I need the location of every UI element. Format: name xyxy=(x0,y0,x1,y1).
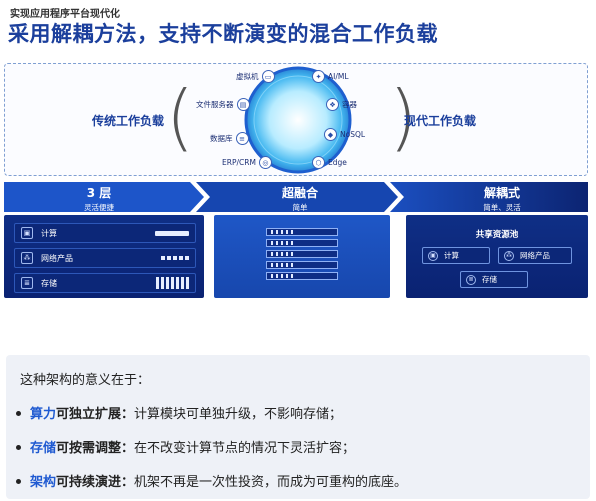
edge-icon: ⬡ xyxy=(312,156,325,169)
hyperconverged-panel xyxy=(214,215,390,298)
vm-icon: ▭ xyxy=(261,70,275,83)
hub-ring xyxy=(244,66,352,174)
storage-icon: ≣ xyxy=(21,277,33,289)
traditional-workload-label: 传统工作负载 xyxy=(92,114,165,128)
bullet-dot xyxy=(16,445,21,450)
pool-chip-network: ⁂ 网络产品 xyxy=(498,247,572,264)
stage-disaggregated: 解耦式 简单、灵活 xyxy=(447,184,557,213)
bullet-text: 计算模块可单独升级，不影响存储； xyxy=(134,407,343,422)
erp-crm-icon: ◎ xyxy=(258,156,272,169)
summary-bullet-storage: 存储 可按需调整： 在不改变计算节点的情况下灵活扩容； xyxy=(16,437,355,456)
container-icon: ❖ xyxy=(326,98,339,111)
stage-hyperconverged: 超融合 简单 xyxy=(245,184,355,213)
pool-chip-storage-label: 存储 xyxy=(482,275,497,284)
rack-unit xyxy=(266,239,338,247)
bullet-text: 机架不再是一次性投资，而成为可重构的底座。 xyxy=(134,475,408,490)
hub-item-erp-crm: ERP/CRM ◎ xyxy=(222,156,272,169)
stage-hyperconverged-title: 超融合 xyxy=(281,186,318,200)
hub-item-erp-crm-label: ERP/CRM xyxy=(222,158,256,167)
hub-item-container: ❖ 容器 xyxy=(326,98,357,111)
summary-intro: 这种架构的意义在于： xyxy=(20,373,151,388)
network-icon: ⁂ xyxy=(504,250,514,261)
bullet-dot xyxy=(16,411,21,416)
hub-item-edge: ⬡ Edge xyxy=(312,156,347,169)
hub-item-file-server: 文件服务器 ▤ xyxy=(196,98,250,111)
three-tier-storage-label: 存储 xyxy=(41,278,57,288)
compute-bar xyxy=(155,230,189,236)
hub-item-container-label: 容器 xyxy=(342,100,357,109)
pool-chip-network-label: 网络产品 xyxy=(520,251,550,260)
bullet-head: 可持续演进： xyxy=(56,475,135,490)
three-tier-storage-row: ≣ 存储 xyxy=(14,273,196,293)
stage-disaggregated-title: 解耦式 xyxy=(483,186,520,200)
shared-pool-title: 共享资源池 xyxy=(475,230,519,240)
summary-bullet-compute: 算力 可独立扩展： 计算模块可单独升级，不影响存储； xyxy=(16,403,342,422)
stage-band-2 xyxy=(196,182,398,212)
rack-unit xyxy=(266,261,338,269)
page-kicker: 实现应用程序平台现代化 xyxy=(10,9,120,20)
hub-item-nosql-label: NoSQL xyxy=(340,130,366,139)
storage-icon: ≣ xyxy=(466,274,476,285)
three-tier-compute-label: 计算 xyxy=(41,228,57,238)
cpu-icon: ▣ xyxy=(428,250,438,261)
stage-disaggregated-subtitle: 简单、灵活 xyxy=(483,203,521,212)
hub-item-database: 数据库 ≡ xyxy=(210,132,249,145)
stage-three-tier-title: 3 层 xyxy=(86,186,112,200)
hub-item-vm: 虚拟机 ▭ xyxy=(236,70,275,83)
hub-item-database-label: 数据库 xyxy=(210,134,233,143)
stage-band-3 xyxy=(390,182,588,212)
hub-item-file-server-label: 文件服务器 xyxy=(196,100,234,109)
stage-band xyxy=(4,182,588,212)
stage-three-tier-subtitle: 灵活便捷 xyxy=(84,203,114,212)
bullet-keyword: 算力 xyxy=(30,407,57,422)
pool-chip-compute: ▣ 计算 xyxy=(422,247,490,264)
workload-hub xyxy=(244,66,352,174)
network-icon: ⁂ xyxy=(21,252,33,264)
hub-item-ai-ml: ✦ AI/ML xyxy=(312,70,349,83)
summary-panel: 这种架构的意义在于： 算力 可独立扩展： 计算模块可单独升级，不影响存储； 存储… xyxy=(6,355,590,499)
bullet-head: 可按需调整： xyxy=(56,441,135,456)
disaggregated-panel: 共享资源池 ▣ 计算 ⁂ 网络产品 ≣ 存储 xyxy=(406,215,588,298)
stage-band-1 xyxy=(4,182,204,212)
three-tier-compute-row: ▣ 计算 xyxy=(14,223,196,243)
pool-chip-storage: ≣ 存储 xyxy=(460,271,528,288)
hub-item-ai-ml-label: AI/ML xyxy=(328,72,349,81)
nosql-icon: ◆ xyxy=(324,128,337,141)
file-server-icon: ▤ xyxy=(236,98,250,111)
bullet-keyword: 架构 xyxy=(30,475,57,490)
rack-unit xyxy=(266,250,338,258)
bullet-head: 可独立扩展： xyxy=(56,407,135,422)
bullet-text: 在不改变计算节点的情况下灵活扩容； xyxy=(134,441,356,456)
left-bracket: ( xyxy=(166,75,195,159)
rack-unit xyxy=(266,272,338,280)
network-ports xyxy=(161,256,189,260)
database-icon: ≡ xyxy=(235,132,249,145)
stage-three-tier: 3 层 灵活便捷 xyxy=(44,184,154,213)
three-tier-network-label: 网络产品 xyxy=(41,253,73,263)
hub-item-nosql: ◆ NoSQL xyxy=(324,128,365,141)
storage-drives xyxy=(156,277,189,289)
hub-item-edge-label: Edge xyxy=(328,158,347,167)
rack-unit xyxy=(266,228,338,236)
cpu-icon: ▣ xyxy=(21,227,33,239)
three-tier-panel: ▣ 计算 ⁂ 网络产品 ≣ 存储 xyxy=(4,215,204,298)
pool-chip-compute-label: 计算 xyxy=(444,251,459,260)
bullet-dot xyxy=(16,479,21,484)
page-title: 采用解耦方法，支持不断演变的混合工作负载 xyxy=(8,22,438,46)
bullet-keyword: 存储 xyxy=(30,441,57,456)
modern-workload-label: 现代工作负载 xyxy=(404,114,477,128)
three-tier-network-row: ⁂ 网络产品 xyxy=(14,248,196,268)
hub-item-vm-label: 虚拟机 xyxy=(236,72,259,81)
stage-hyperconverged-subtitle: 简单 xyxy=(292,203,308,212)
ai-ml-icon: ✦ xyxy=(312,70,325,83)
right-bracket: ) xyxy=(389,75,418,159)
summary-bullet-architecture: 架构 可持续演进： 机架不再是一次性投资，而成为可重构的底座。 xyxy=(16,471,407,490)
